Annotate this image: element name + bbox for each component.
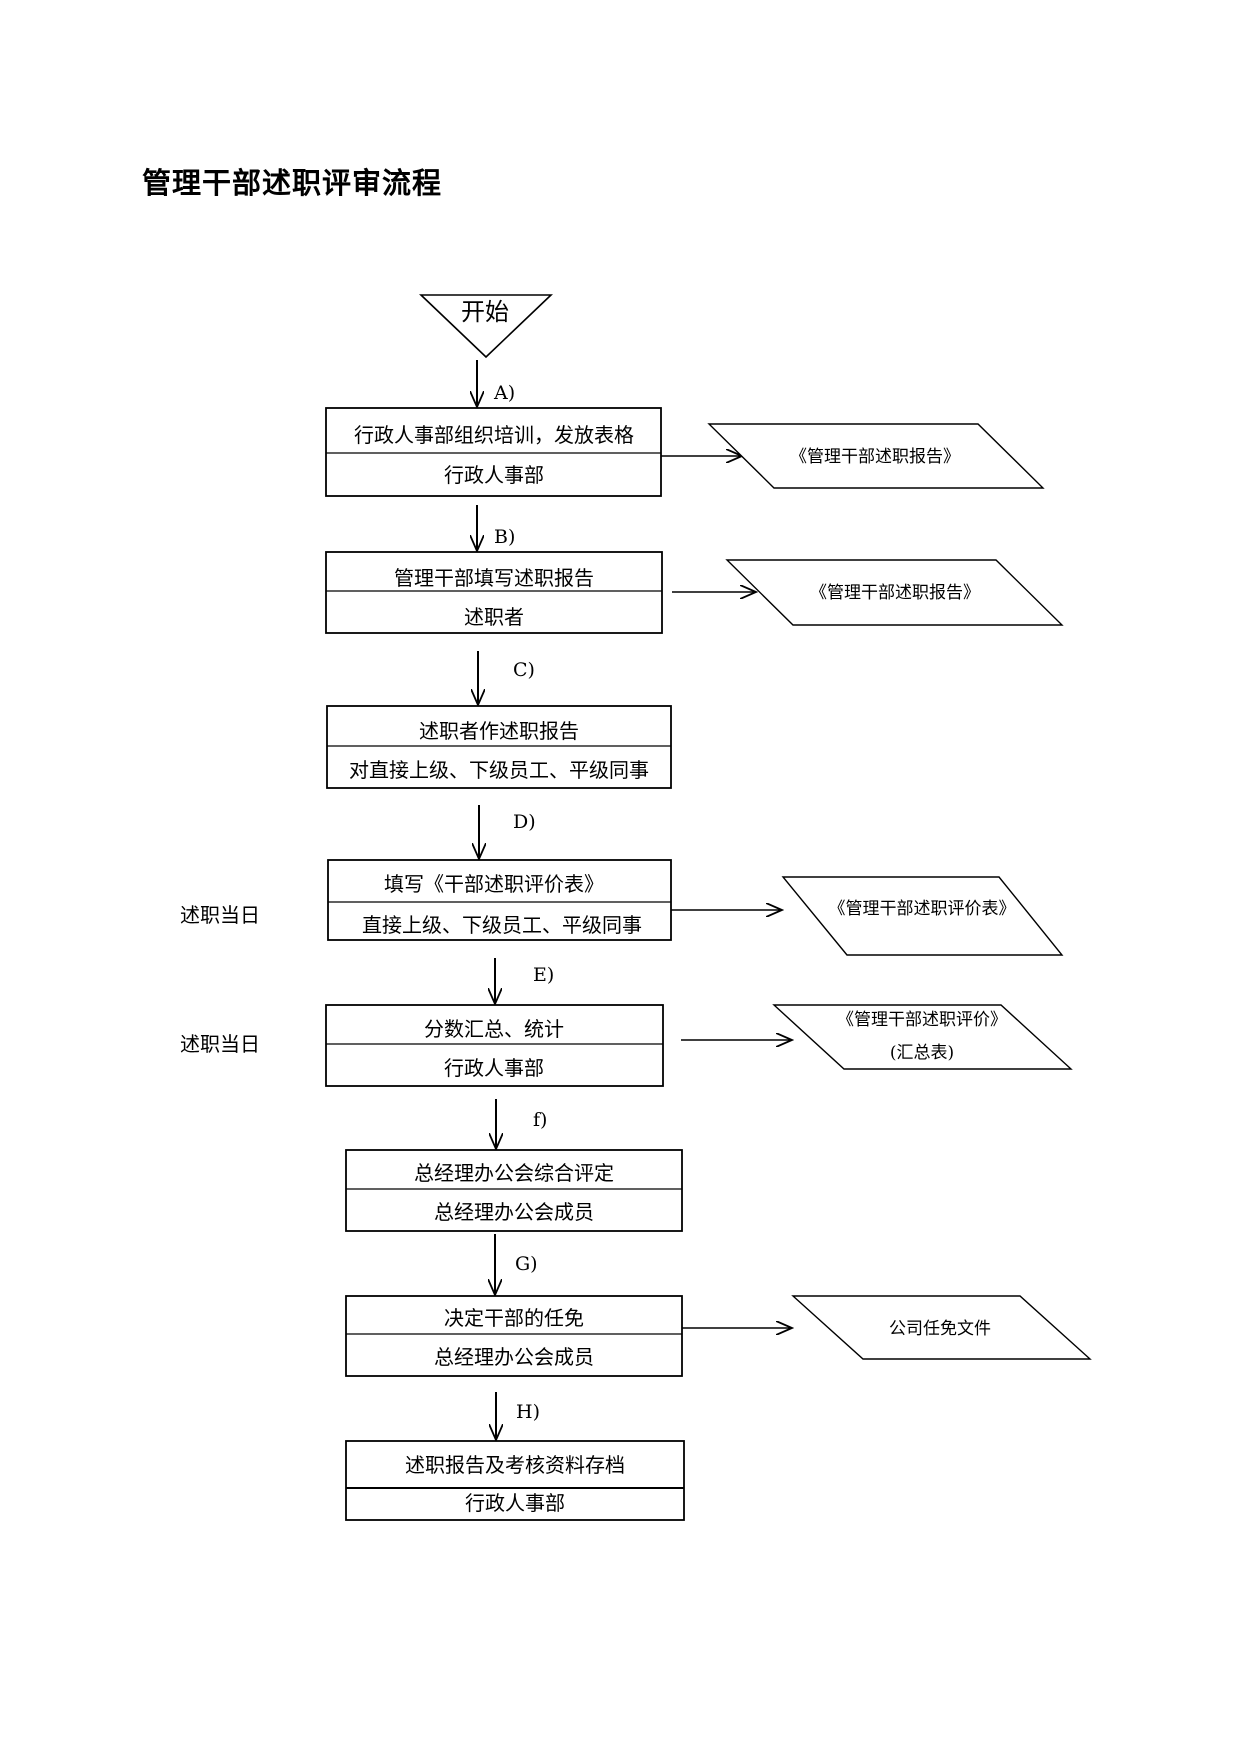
side-note-step-d: 述职当日 [180,903,260,927]
step-b-role: 述职者 [464,605,524,629]
step-g-box [345,1295,683,1377]
step-a-main: 行政人事部组织培训，发放表格 [354,423,634,447]
step-label-b: B) [494,526,515,548]
start-label: 开始 [461,298,509,326]
step-f-box [345,1149,683,1232]
page-title: 管理干部述职评审流程 [142,166,443,200]
doc-b [725,559,1064,626]
step-a-role: 行政人事部 [444,463,544,487]
step-d-main: 填写《干部述职评价表》 [384,872,604,896]
step-label-c: C) [513,659,535,681]
step-e-main: 分数汇总、统计 [424,1017,564,1041]
step-g-main: 决定干部的任免 [444,1306,584,1330]
step-c-box [326,705,672,789]
doc-a [707,423,1045,489]
step-h-box [345,1440,685,1521]
step-f-role: 总经理办公会成员 [434,1200,594,1224]
step-c-main: 述职者作述职报告 [419,719,579,743]
doc-g [791,1295,1092,1360]
step-e-box [325,1004,664,1087]
doc-g-text: 公司任免文件 [889,1319,991,1339]
start-node [419,294,553,359]
step-label-a: A) [493,382,515,404]
step-d-box [327,859,672,941]
step-d-role: 直接上级、下级员工、平级同事 [362,913,642,937]
step-a-box [325,407,662,497]
step-h-main: 述职报告及考核资料存档 [405,1453,625,1477]
step-h-role: 行政人事部 [465,1491,565,1515]
side-note-step-e: 述职当日 [180,1032,260,1056]
step-label-f: f) [533,1109,547,1131]
doc-a-text: 《管理干部述职报告》 [790,447,960,467]
step-label-h: H) [516,1401,540,1423]
doc-d-text: 《管理干部述职评价表》 [829,899,1016,919]
step-b-main: 管理干部填写述职报告 [394,566,594,590]
step-label-g: G) [515,1253,538,1275]
doc-b-text: 《管理干部述职报告》 [810,583,980,603]
step-g-role: 总经理办公会成员 [434,1345,594,1369]
step-e-role: 行政人事部 [444,1056,544,1080]
step-b-box [325,551,663,634]
step-f-main: 总经理办公会综合评定 [414,1161,614,1185]
doc-e-text-2: (汇总表) [890,1043,954,1063]
step-c-role: 对直接上级、下级员工、平级同事 [349,758,649,782]
doc-e [772,1004,1073,1070]
step-label-d: D) [513,811,536,833]
step-label-e: E) [533,964,554,986]
doc-e-text-1: 《管理干部述职评价》 [837,1010,1007,1030]
doc-d [781,876,1064,956]
